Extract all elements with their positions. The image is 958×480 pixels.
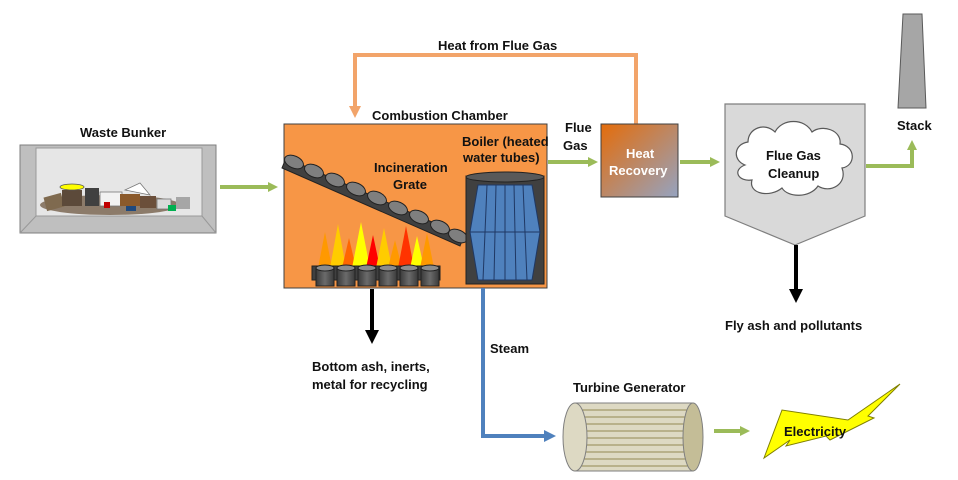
flue-gas-cleanup-label-line1: Flue Gas: [766, 148, 821, 163]
flue-gas-cleanup-unit: [724, 103, 866, 246]
incineration-grate-label-line1: Incineration: [374, 160, 448, 175]
flames-icon: [318, 222, 434, 268]
boiler-label-line2: water tubes): [462, 150, 540, 165]
heat-from-flue-gas-label: Heat from Flue Gas: [438, 38, 557, 53]
flue-gas-label-line2: Gas: [563, 138, 588, 153]
steam-label: Steam: [490, 341, 529, 356]
waste-bunker-label: Waste Bunker: [80, 125, 166, 140]
boiler-label-line1: Boiler (heated: [462, 134, 549, 149]
heat-recovery-label-line2: Recovery: [609, 163, 668, 178]
heat-recovery-box: [600, 123, 679, 198]
turbine-generator-label: Turbine Generator: [573, 380, 685, 395]
stack-label: Stack: [897, 118, 932, 133]
steam-arrow: [481, 288, 556, 442]
incineration-grate-label-line2: Grate: [393, 177, 427, 192]
combustion-chamber-label: Combustion Chamber: [372, 108, 508, 123]
stack-chimney: [897, 13, 927, 109]
boiler-tubes: [465, 171, 545, 285]
burner-cylinders: [311, 264, 441, 287]
incineration-grate-conveyor: [281, 154, 468, 247]
turbine-generator: [562, 402, 704, 472]
flue-gas-cleanup-label-line2: Cleanup: [768, 166, 819, 181]
flue-gas-label-line1: Flue: [565, 120, 592, 135]
bottom-ash-label-line2: metal for recycling: [312, 377, 428, 392]
fly-ash-label: Fly ash and pollutants: [725, 318, 862, 333]
waste-pile-icon: [40, 182, 190, 215]
electricity-bolt-icon: [762, 383, 901, 460]
cloud-icon: [735, 120, 853, 196]
cleanup-to-stack-arrow: [866, 140, 917, 168]
waste-bunker: [19, 144, 217, 234]
bottom-ash-label-line1: Bottom ash, inerts,: [312, 359, 430, 374]
heat-recovery-label-line1: Heat: [626, 146, 655, 161]
electricity-label: Electricity: [784, 424, 847, 439]
heat-from-flue-gas-arrow: [349, 53, 638, 124]
